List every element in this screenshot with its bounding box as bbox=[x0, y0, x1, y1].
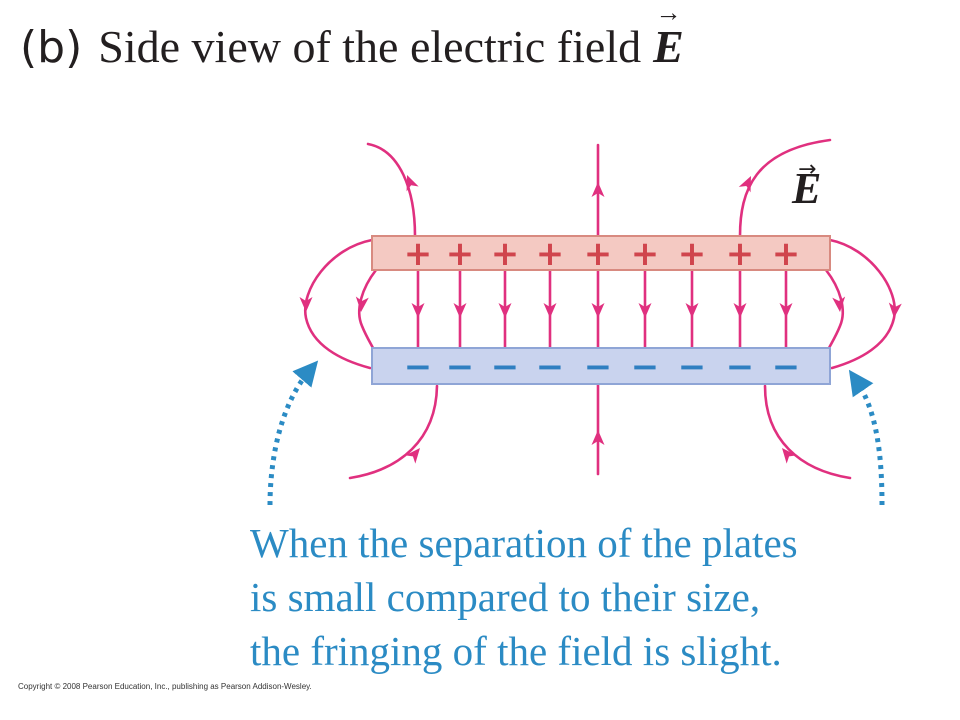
title-field-symbol: → E bbox=[653, 0, 684, 73]
title-field-letter: E bbox=[653, 21, 684, 72]
negative-charge-sign: − bbox=[678, 347, 707, 387]
negative-charge-sign: − bbox=[536, 347, 565, 387]
field-arrowhead bbox=[406, 175, 419, 192]
field-arrowhead bbox=[591, 430, 605, 445]
negative-charge-sign: − bbox=[772, 347, 801, 387]
field-arrowhead bbox=[299, 297, 313, 312]
fringe-line-top-left bbox=[366, 142, 417, 238]
caption: When the separation of the plates is sma… bbox=[250, 516, 940, 678]
field-arrowhead bbox=[685, 303, 699, 318]
field-arrowhead bbox=[638, 303, 652, 318]
negative-charges: −−−−−−−−− bbox=[404, 347, 801, 387]
copyright-notice: Copyright © 2008 Pearson Education, Inc.… bbox=[18, 682, 312, 691]
negative-charge-sign: − bbox=[404, 347, 433, 387]
fringe-line-top-right bbox=[738, 138, 832, 238]
positive-charge-sign: + bbox=[678, 234, 707, 274]
positive-charges: + + + + + + + + + bbox=[404, 234, 801, 274]
figure-title: (b) Side view of the electric field → E bbox=[20, 0, 684, 80]
negative-plate bbox=[371, 347, 831, 385]
field-arrowhead bbox=[405, 448, 420, 464]
left-fringe-pointer bbox=[267, 360, 319, 506]
negative-charge-sign: − bbox=[631, 347, 660, 387]
field-label-vector-arrow-icon: → bbox=[798, 157, 816, 182]
negative-charge-sign: − bbox=[446, 347, 475, 387]
negative-charge-sign: − bbox=[584, 347, 613, 387]
positive-charge-sign: + bbox=[491, 234, 520, 274]
figure-label: (b) bbox=[20, 22, 83, 73]
positive-charge-sign: + bbox=[446, 234, 475, 274]
fringe-loop-right-inner bbox=[824, 268, 845, 350]
vector-arrow-icon: → bbox=[655, 0, 682, 27]
field-arrowhead bbox=[355, 296, 369, 312]
field-arrowheads bbox=[299, 175, 902, 464]
field-arrowhead bbox=[782, 448, 797, 464]
fringe-loop-left-outer bbox=[303, 238, 374, 370]
field-label-e: E bbox=[791, 164, 821, 213]
title-text: Side view of the electric field bbox=[98, 21, 642, 72]
fringe-line-bottom-left bbox=[348, 384, 439, 480]
right-fringe-pointer bbox=[848, 369, 885, 506]
field-arrowhead bbox=[543, 303, 557, 318]
field-arrowhead bbox=[591, 303, 605, 318]
positive-plate bbox=[371, 235, 831, 271]
field-arrowhead bbox=[411, 303, 425, 318]
positive-charge-sign: + bbox=[584, 234, 613, 274]
positive-charge-sign: + bbox=[631, 234, 660, 274]
negative-charge-sign: − bbox=[726, 347, 755, 387]
field-arrowhead bbox=[591, 182, 605, 197]
field-arrowhead bbox=[738, 176, 751, 193]
field-arrowhead bbox=[779, 303, 793, 318]
caption-line: is small compared to their size, bbox=[250, 574, 761, 620]
fringe-loop-left-inner bbox=[357, 268, 378, 350]
field-arrowhead bbox=[453, 303, 467, 318]
field-arrowhead bbox=[888, 302, 902, 318]
field-arrowhead bbox=[498, 303, 512, 318]
positive-charge-sign: + bbox=[726, 234, 755, 274]
caption-line: the fringing of the field is slight. bbox=[250, 628, 782, 674]
positive-charge-sign: + bbox=[404, 234, 433, 274]
field-arrowhead bbox=[733, 303, 747, 318]
caption-line: When the separation of the plates bbox=[250, 520, 798, 566]
negative-charge-sign: − bbox=[491, 347, 520, 387]
positive-charge-sign: + bbox=[772, 234, 801, 274]
positive-charge-sign: + bbox=[536, 234, 565, 274]
fringe-line-bottom-right bbox=[763, 384, 852, 480]
field-arrowhead bbox=[832, 296, 846, 312]
